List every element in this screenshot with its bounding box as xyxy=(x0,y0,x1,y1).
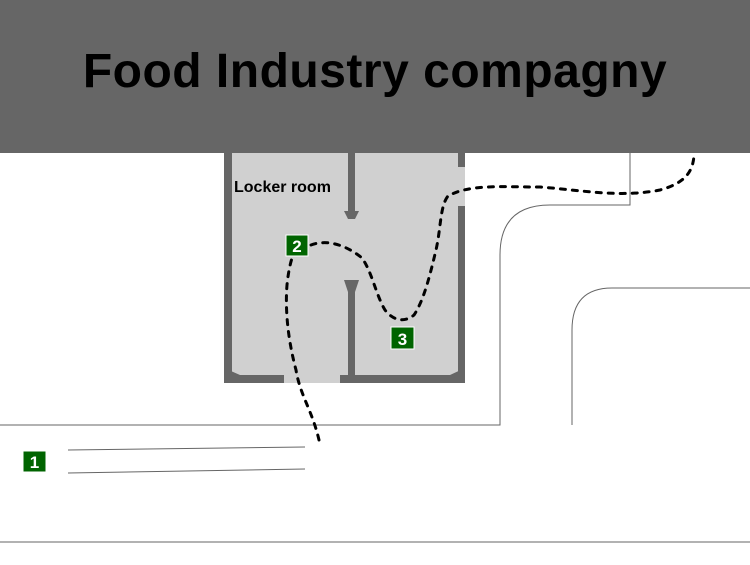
wall-left xyxy=(224,153,232,383)
wall-corner-left xyxy=(224,368,240,383)
marker-2: 2 xyxy=(285,234,309,257)
wall-right-lower xyxy=(458,206,465,383)
wall-bottom-left xyxy=(224,375,284,383)
header-banner: Food Industry compagny xyxy=(0,0,750,153)
partition-lower xyxy=(348,290,355,383)
marker-3-label: 3 xyxy=(398,330,407,349)
locker-room-building xyxy=(224,153,465,383)
marker-1: 1 xyxy=(22,450,47,473)
marker-2-label: 2 xyxy=(292,237,301,256)
locker-room-floor xyxy=(224,153,465,383)
footprint-path xyxy=(284,153,696,442)
wall-right-upper xyxy=(458,153,465,167)
entrance-line-lower xyxy=(67,468,306,474)
locker-room-label: Locker room xyxy=(234,179,331,196)
footprint-path-outer xyxy=(284,244,321,442)
corridor-right-edge xyxy=(571,287,750,425)
wall-bottom-right xyxy=(340,375,465,383)
partition-upper xyxy=(348,153,355,211)
partition-lower-cap xyxy=(344,280,359,292)
marker-1-label: 1 xyxy=(30,453,39,472)
page-title: Food Industry compagny xyxy=(82,45,668,98)
corridor-lines xyxy=(0,153,750,543)
footprint-path-inner xyxy=(309,153,696,322)
entrance-line-upper xyxy=(67,446,306,451)
wall-corner-right xyxy=(450,368,465,383)
partition-upper-cap xyxy=(344,211,359,219)
corridor-top-edge xyxy=(0,153,631,426)
marker-3: 3 xyxy=(390,326,415,350)
